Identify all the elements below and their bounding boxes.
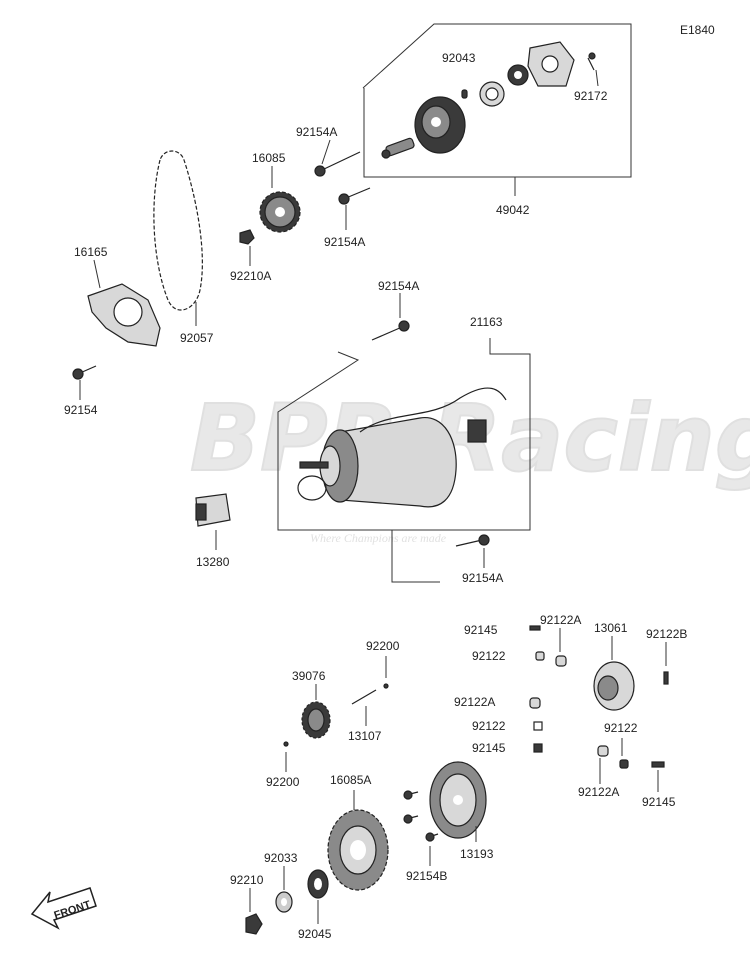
label-16165: 16165 bbox=[74, 245, 108, 259]
label-16085: 16085 bbox=[252, 151, 286, 165]
gear-16085A bbox=[327, 809, 389, 891]
label-92154B: 92154B bbox=[406, 869, 447, 883]
watermark-slogan: Where Champions are made bbox=[310, 531, 447, 545]
label-92043: 92043 bbox=[442, 51, 476, 65]
washer-92033 bbox=[275, 891, 293, 913]
label-92122-b: 92122 bbox=[472, 719, 506, 733]
oil-pump-group-box bbox=[362, 23, 632, 196]
sprocket-16085 bbox=[259, 191, 301, 233]
pin-92200-bottom bbox=[283, 741, 289, 747]
label-92210: 92210 bbox=[230, 873, 264, 887]
chain-92057 bbox=[153, 150, 203, 311]
label-92154A-top: 92154A bbox=[296, 125, 337, 139]
label-49042: 49042 bbox=[496, 203, 530, 217]
label-92154: 92154 bbox=[64, 403, 98, 417]
bolt-92154A-motor bbox=[371, 320, 410, 341]
pump-shaft bbox=[381, 137, 415, 159]
pump-pin-92043 bbox=[461, 89, 468, 99]
label-92172: 92172 bbox=[574, 89, 608, 103]
label-92122A-a: 92122A bbox=[540, 613, 581, 627]
front-arrow: FRONT bbox=[30, 887, 97, 930]
clutch-13061 bbox=[593, 661, 635, 711]
label-92145-a: 92145 bbox=[464, 623, 498, 637]
bolt-92154A-bottom bbox=[455, 534, 490, 547]
o-ring-92055 bbox=[297, 475, 327, 501]
label-92122-c: 92122 bbox=[604, 721, 638, 735]
label-92154A-mid: 92154A bbox=[324, 235, 365, 249]
label-92122A-b: 92122A bbox=[454, 695, 495, 709]
shaft-13107 bbox=[351, 689, 377, 705]
bolt-92154A-top bbox=[314, 151, 361, 177]
label-92145-c: 92145 bbox=[642, 795, 676, 809]
diagram-code: E1840 bbox=[680, 23, 715, 37]
roller-92122-b bbox=[533, 721, 543, 731]
cover-16165 bbox=[87, 283, 161, 347]
label-92122-a: 92122 bbox=[472, 649, 506, 663]
spring-92145-a bbox=[529, 625, 541, 631]
spring-92145-b bbox=[533, 743, 543, 753]
starter-motor-box bbox=[277, 338, 531, 531]
pump-outer-rotor bbox=[479, 81, 505, 107]
pump-inner-rotor bbox=[507, 64, 529, 86]
flywheel-13193 bbox=[429, 761, 487, 839]
label-92154A-motor: 92154A bbox=[378, 279, 419, 293]
bearing-92045 bbox=[307, 869, 329, 899]
nut-92210 bbox=[245, 913, 263, 935]
bolt-92154A-mid bbox=[338, 187, 371, 205]
label-92200-top: 92200 bbox=[366, 639, 400, 653]
label-13280: 13280 bbox=[196, 555, 230, 569]
bolt-92154 bbox=[72, 365, 97, 380]
label-92200-bottom: 92200 bbox=[266, 775, 300, 789]
label-13107: 13107 bbox=[348, 729, 382, 743]
roller-92122A-c bbox=[597, 745, 609, 757]
label-92210A: 92210A bbox=[230, 269, 271, 283]
label-16085A: 16085A bbox=[330, 773, 371, 787]
roller-92122-c bbox=[619, 759, 629, 769]
label-21163: 21163 bbox=[470, 315, 503, 329]
label-92033: 92033 bbox=[264, 851, 298, 865]
label-39076: 39076 bbox=[292, 669, 326, 683]
label-92045: 92045 bbox=[298, 927, 332, 941]
relay-13280 bbox=[195, 493, 231, 527]
bolt-92172 bbox=[587, 52, 596, 71]
label-13193: 13193 bbox=[460, 847, 494, 861]
label-92122A-c: 92122A bbox=[578, 785, 619, 799]
pump-housing bbox=[414, 96, 466, 154]
watermark: BPR Racing Where Champions are made bbox=[189, 384, 750, 545]
nut-92210A bbox=[239, 229, 255, 245]
label-13061: 13061 bbox=[594, 621, 628, 635]
roller-92122-a bbox=[535, 651, 545, 661]
gear-39076 bbox=[301, 701, 331, 739]
label-92057: 92057 bbox=[180, 331, 214, 345]
label-92122B: 92122B bbox=[646, 627, 687, 641]
roller-92122A-b bbox=[529, 697, 541, 709]
pin-92200-top bbox=[383, 683, 389, 689]
label-92145-b: 92145 bbox=[472, 741, 506, 755]
spring-92145-c bbox=[651, 761, 665, 768]
pump-cover bbox=[527, 41, 575, 87]
roller-92122A-a bbox=[555, 655, 567, 667]
starter-motor-21163 bbox=[299, 387, 507, 508]
label-92154A-bottom: 92154A bbox=[462, 571, 503, 585]
bolt-92154B bbox=[403, 790, 439, 842]
spring-92122B bbox=[663, 671, 669, 685]
